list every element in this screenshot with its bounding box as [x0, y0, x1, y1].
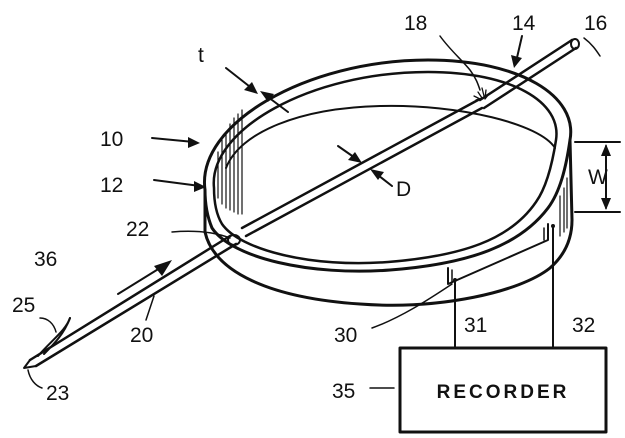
wire [240, 38, 580, 238]
dimension-t [225, 67, 289, 113]
leaders [27, 35, 601, 389]
label-36: 36 [34, 248, 57, 271]
probe [23, 234, 241, 369]
label-10: 10 [100, 128, 123, 151]
ring-body [203, 58, 574, 307]
recorder-label: RECORDER [437, 382, 570, 403]
label-w: W [588, 166, 608, 189]
dimension-w [574, 141, 621, 213]
reference-labels: 10 12 14 16 18 20 22 23 25 30 31 32 35 3… [12, 12, 608, 405]
label-14: 14 [512, 12, 536, 35]
label-31: 31 [464, 314, 487, 337]
recorder-wiring [454, 227, 554, 349]
label-32: 32 [572, 314, 595, 337]
label-16: 16 [584, 12, 607, 35]
label-22: 22 [126, 218, 149, 241]
label-30: 30 [334, 324, 357, 347]
label-35: 35 [332, 380, 355, 403]
dimension-d [337, 145, 393, 187]
label-t: t [198, 44, 204, 67]
label-d: D [396, 178, 411, 201]
label-20: 20 [130, 324, 153, 347]
label-18: 18 [404, 12, 427, 35]
label-12: 12 [100, 174, 123, 197]
recorder-box: RECORDER [398, 346, 608, 434]
label-25: 25 [12, 294, 35, 317]
label-23: 23 [46, 382, 69, 405]
